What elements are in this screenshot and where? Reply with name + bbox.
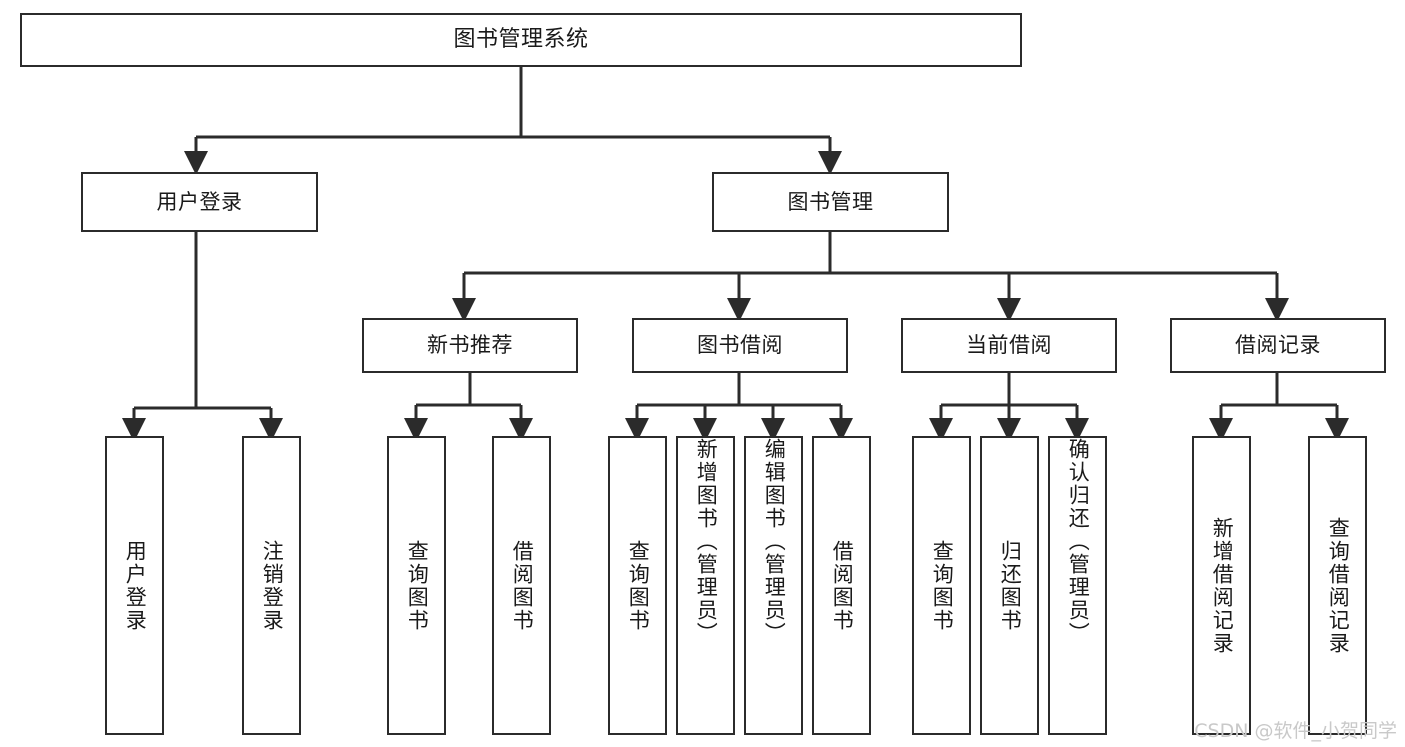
node-label: 新增图书（管理员）: [694, 438, 719, 645]
node-current-borrow[interactable]: 当前借阅: [901, 318, 1117, 373]
leaf-query-book-current[interactable]: 查询图书: [912, 436, 971, 735]
watermark-text: CSDN @软件_小贺同学: [1194, 720, 1397, 742]
node-label: 图书管理: [787, 189, 874, 214]
node-label: 新增借阅记录: [1210, 516, 1235, 655]
leaf-return-book[interactable]: 归还图书: [980, 436, 1039, 735]
leaf-query-book-recommend[interactable]: 查询图书: [387, 436, 446, 735]
leaf-query-book-borrow[interactable]: 查询图书: [608, 436, 667, 735]
node-label: 归还图书: [998, 539, 1023, 632]
leaf-logout-login[interactable]: 注销登录: [242, 436, 301, 735]
node-label: 编辑图书（管理员）: [762, 438, 787, 645]
node-label: 查询借阅记录: [1326, 516, 1351, 655]
node-label: 借阅图书: [510, 539, 535, 632]
node-label: 当前借阅: [966, 333, 1052, 358]
node-label: 注销登录: [260, 539, 285, 632]
leaf-add-borrow-record[interactable]: 新增借阅记录: [1192, 436, 1251, 735]
node-user-login[interactable]: 用户登录: [81, 172, 318, 232]
node-label: 图书管理系统: [453, 27, 589, 53]
node-label: 借阅记录: [1235, 333, 1321, 358]
node-new-book-recommend[interactable]: 新书推荐: [362, 318, 578, 373]
leaf-user-login[interactable]: 用户登录: [105, 436, 164, 735]
node-label: 图书借阅: [697, 333, 783, 358]
node-book-management[interactable]: 图书管理: [712, 172, 949, 232]
leaf-add-book-admin[interactable]: 新增图书（管理员）: [676, 436, 735, 735]
leaf-borrow-book-recommend[interactable]: 借阅图书: [492, 436, 551, 735]
node-label: 确认归还（管理员）: [1066, 438, 1091, 645]
node-label: 新书推荐: [427, 333, 513, 358]
node-label: 查询图书: [626, 539, 651, 632]
node-label: 用户登录: [123, 539, 148, 632]
node-label: 查询图书: [930, 539, 955, 632]
node-label: 查询图书: [405, 539, 430, 632]
node-book-borrow[interactable]: 图书借阅: [632, 318, 848, 373]
node-label: 借阅图书: [830, 539, 855, 632]
node-root-book-management-system[interactable]: 图书管理系统: [20, 13, 1022, 67]
leaf-borrow-book[interactable]: 借阅图书: [812, 436, 871, 735]
leaf-query-borrow-record[interactable]: 查询借阅记录: [1308, 436, 1367, 735]
leaf-confirm-return-admin[interactable]: 确认归还（管理员）: [1048, 436, 1107, 735]
leaf-edit-book-admin[interactable]: 编辑图书（管理员）: [744, 436, 803, 735]
node-borrow-record[interactable]: 借阅记录: [1170, 318, 1386, 373]
node-label: 用户登录: [156, 189, 243, 214]
